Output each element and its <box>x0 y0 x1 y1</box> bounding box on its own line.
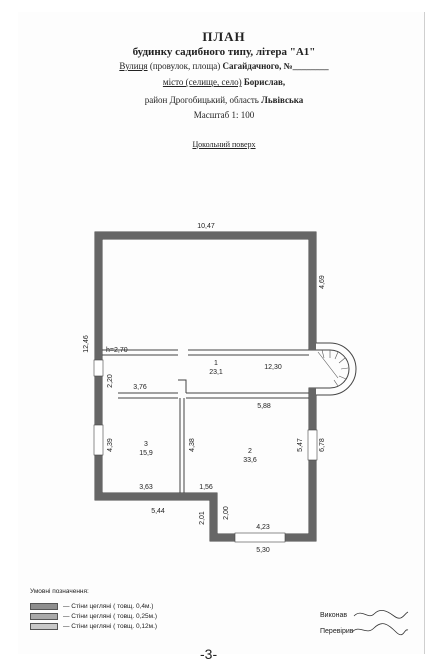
region-prefix: район Дрогобицький, область <box>144 95 259 105</box>
window-bottom <box>234 532 286 543</box>
legend-swatch <box>30 622 58 630</box>
legend-title: Умовні позначення: <box>30 588 89 595</box>
right-lower-wall-fill <box>309 388 316 541</box>
right-wall-fill <box>309 232 316 350</box>
legend-label: — Стіни цегляні ( товщ. 0,4м.) <box>63 602 154 610</box>
dim-left-total: 12,46 <box>83 335 90 353</box>
city-line: місто (селище, село) Борислав, <box>0 77 448 88</box>
plan-subtitle: будинку садибного типу, літера "А1" <box>132 46 316 58</box>
plan-title: ПЛАН <box>202 29 246 44</box>
top-wall-fill <box>95 232 316 239</box>
checked-label: Перевірив <box>320 628 354 635</box>
city-hint: місто (селище, село) <box>162 77 242 87</box>
outer-wall-outer <box>94 231 357 542</box>
dim-room3-width: 3,63 <box>139 484 153 491</box>
stair-3 <box>334 351 339 360</box>
dim-201: 2,01 <box>199 511 206 525</box>
stair-1 <box>321 349 325 359</box>
inner-wall-corridor <box>118 392 309 399</box>
dim-530: 5,30 <box>256 547 270 554</box>
dim-room2-left: 4,38 <box>189 438 196 452</box>
room1-area: 23,1 <box>209 369 223 376</box>
dim-top: 10,47 <box>197 223 215 230</box>
legend-label: — Стіни цегляні ( товщ. 0,25м.) <box>63 612 158 620</box>
dim-376: 3,76 <box>133 384 147 391</box>
region-line: район Дрогобицький, область Львівська <box>0 95 448 106</box>
legend: Умовні позначення: — Стіни цегляні ( тов… <box>30 588 157 631</box>
dim-right-lower: 6,78 <box>319 438 326 452</box>
floor-title: Цокольний поверх <box>192 140 256 149</box>
bottom-wall-fill <box>95 493 217 500</box>
region-value: Львівська <box>261 95 304 105</box>
signature-scribble <box>351 610 409 636</box>
paper-sheet <box>18 12 425 654</box>
room2-num: 2 <box>248 448 252 455</box>
room1-num: 1 <box>214 360 218 367</box>
legend-swatch <box>30 602 58 610</box>
street-label: Вулиця <box>119 61 148 71</box>
window-left <box>93 359 104 377</box>
room3-num: 3 <box>144 441 148 448</box>
street-value: Сагайдачного, №________ <box>222 61 329 71</box>
room3-area: 15,9 <box>139 450 153 457</box>
dim-room3-height: 4,39 <box>107 438 114 452</box>
legend-label: — Стіни цегляні ( товщ. 0,12м.) <box>63 622 158 630</box>
stair-6 <box>338 375 347 380</box>
dim-156: 1,56 <box>199 484 213 491</box>
window-left-lower <box>93 424 104 456</box>
room2-area: 33,6 <box>243 457 257 464</box>
step-wall-fill <box>210 493 217 541</box>
executed-label: Виконав <box>320 612 348 619</box>
inner-wall-top-room <box>102 349 309 356</box>
dim-200: 2,00 <box>223 506 230 520</box>
dim-room2-right: 5,47 <box>297 438 304 452</box>
dim-corridor: 12,30 <box>264 364 282 371</box>
street-line: Вулиця (провулок, площа) Сагайдачного, №… <box>0 61 448 72</box>
stair-4 <box>338 357 346 364</box>
stair-5 <box>340 367 349 370</box>
legend-item: — Стіни цегляні ( товщ. 0,4м.) <box>30 601 157 611</box>
legend-item: — Стіни цегляні ( товщ. 0,12м.) <box>30 621 157 631</box>
dim-423: 4,23 <box>256 524 270 531</box>
legend-item: — Стіни цегляні ( товщ. 0,25м.) <box>30 611 157 621</box>
inner-wall-room3 <box>179 398 185 493</box>
city-value: Борислав, <box>243 77 286 87</box>
legend-swatch <box>30 612 58 620</box>
stair-7 <box>333 379 339 387</box>
street-hint: (провулок, площа) <box>149 61 221 71</box>
window-right <box>307 429 318 461</box>
dim-right-upper: 4,69 <box>319 275 326 289</box>
scale-text: Масштаб 1: 100 <box>193 110 255 120</box>
dim-588: 5,88 <box>257 403 271 410</box>
stair-line <box>317 351 339 379</box>
dim-544: 5,44 <box>151 508 165 515</box>
dim-left-small: 2,20 <box>107 374 114 388</box>
dim-h: h=2,70 <box>106 347 128 354</box>
corridor-door <box>178 379 187 393</box>
page-number: -3- <box>200 646 218 662</box>
